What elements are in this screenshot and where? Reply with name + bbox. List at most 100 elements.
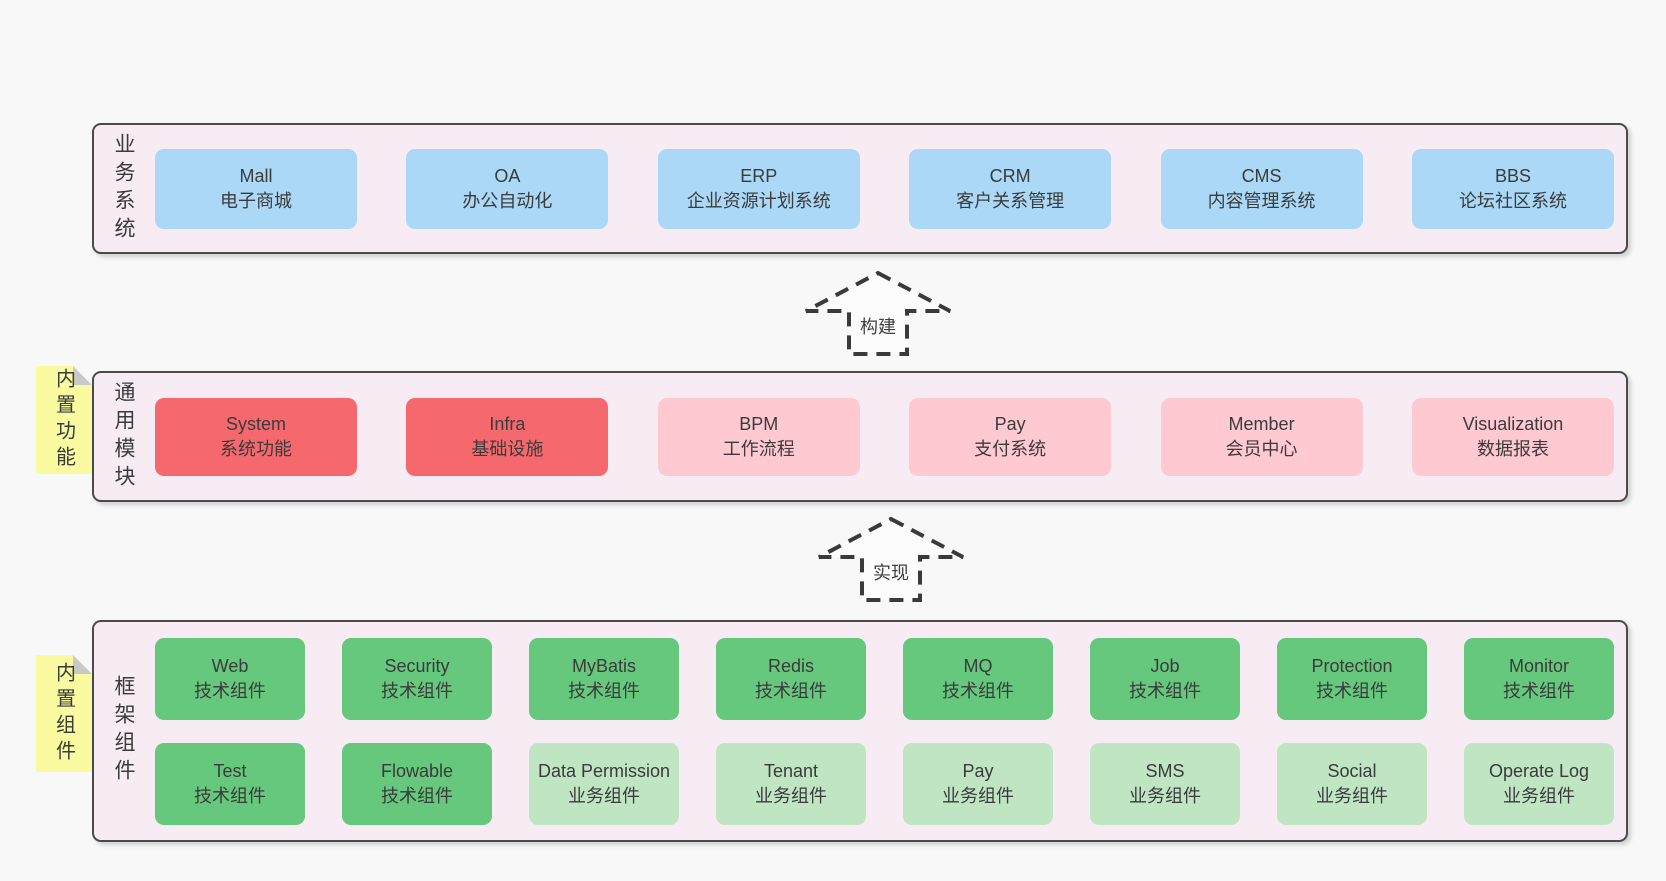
build-arrow: 构建 [803,270,953,358]
note-label: 内置功能 [52,368,75,472]
box-name: Monitor [1508,655,1570,676]
band-business-systems: 业务系统 Mall 电子商城 OA 办公自动化 ERP 企业资源计划系统 CRM… [92,123,1628,254]
box-desc: 技术组件 [381,680,453,701]
band-business-label: 业务系统 [112,132,135,245]
box-name: Member [1228,413,1295,434]
box-desc: 系统功能 [220,438,292,459]
box-name: Pay [962,760,994,781]
box-monitor: Monitor 技术组件 [1464,637,1614,720]
box-social: Social 业务组件 [1277,742,1427,825]
build-arrow-label: 构建 [860,317,896,337]
box-visualization: Visualization 数据报表 [1411,397,1614,476]
box-desc: 业务组件 [1316,785,1388,806]
box-name: Infra [489,413,526,434]
box-mall: Mall 电子商城 [155,148,357,229]
box-name: OA [494,165,521,186]
box-pay: Pay 支付系统 [909,397,1112,476]
band-modules-label: 通用模块 [112,380,135,493]
box-name: BBS [1494,165,1531,186]
box-name: ERP [740,165,778,186]
box-name: Web [211,655,249,676]
box-desc: 支付系统 [974,438,1047,459]
box-erp: ERP 企业资源计划系统 [657,148,860,229]
band-business-content: Mall 电子商城 OA 办公自动化 ERP 企业资源计划系统 CRM 客户关系… [155,125,1614,252]
box-name: Job [1150,655,1180,676]
box-data-permission: Data Permission 业务组件 [529,742,679,825]
box-protection: Protection 技术组件 [1277,637,1427,720]
box-name: Data Permission [537,760,671,781]
box-tenant: Tenant 业务组件 [716,742,866,825]
box-bbs: BBS 论坛社区系统 [1411,148,1614,229]
box-desc: 业务组件 [568,785,640,806]
note-label: 内置组件 [52,661,75,766]
box-desc: 技术组件 [381,785,453,806]
framework-row-2: Test 技术组件 Flowable 技术组件 Data Permission … [155,742,1614,825]
framework-row-1: Web 技术组件 Security 技术组件 MyBatis 技术组件 Redi… [155,637,1614,720]
box-desc: 技术组件 [1503,680,1575,701]
box-name: Pay [994,413,1026,434]
box-name: CMS [1241,165,1282,186]
box-oa: OA 办公自动化 [406,148,609,229]
band-framework-content: Web 技术组件 Security 技术组件 MyBatis 技术组件 Redi… [155,622,1614,840]
box-test: Test 技术组件 [155,742,305,825]
box-job: Job 技术组件 [1090,637,1240,720]
box-name: Protection [1311,655,1393,676]
box-redis: Redis 技术组件 [716,637,866,720]
box-name: Visualization [1462,413,1564,434]
box-name: Operate Log [1488,760,1590,781]
box-desc: 业务组件 [755,785,827,806]
box-crm: CRM 客户关系管理 [909,148,1112,229]
up-arrow-icon [818,516,964,602]
box-sms: SMS 业务组件 [1090,742,1240,825]
box-desc: 技术组件 [755,680,827,701]
box-member: Member 会员中心 [1160,397,1363,476]
box-flowable: Flowable 技术组件 [342,742,492,825]
band-framework-label: 框架组件 [112,675,135,787]
note-built-in-features: 内置功能 [36,366,92,474]
box-web: Web 技术组件 [155,637,305,720]
box-name: System [225,413,286,434]
box-desc: 电子商城 [220,190,292,211]
box-bpm: BPM 工作流程 [657,397,860,476]
band-framework-components: 框架组件 Web 技术组件 Security 技术组件 MyBatis 技术组件… [92,620,1628,842]
box-desc: 企业资源计划系统 [686,190,831,211]
box-pay-biz: Pay 业务组件 [903,742,1053,825]
box-desc: 内容管理系统 [1207,190,1316,211]
implement-arrow: 实现 [816,516,966,604]
note-built-in-components: 内置组件 [36,655,92,772]
box-name: Test [213,760,247,781]
box-name: Redis [767,655,815,676]
box-name: Mall [239,165,273,186]
box-infra: Infra 基础设施 [406,397,609,476]
implement-arrow-label: 实现 [873,563,909,583]
box-system: System 系统功能 [155,397,357,476]
box-name: BPM [739,413,779,434]
box-name: CRM [989,165,1031,186]
box-desc: 技术组件 [194,785,266,806]
box-operate-log: Operate Log 业务组件 [1464,742,1614,825]
up-arrow-icon [805,270,951,356]
box-desc: 数据报表 [1476,438,1549,459]
box-name: Tenant [763,760,819,781]
box-name: Flowable [380,760,454,781]
box-desc: 技术组件 [194,680,266,701]
box-name: MyBatis [571,655,636,676]
box-desc: 基础设施 [471,438,544,459]
box-desc: 论坛社区系统 [1458,190,1567,211]
box-desc: 客户关系管理 [956,190,1065,211]
box-name: Social [1327,760,1377,781]
box-desc: 技术组件 [942,680,1014,701]
box-cms: CMS 内容管理系统 [1160,148,1363,229]
box-desc: 会员中心 [1225,438,1298,459]
box-desc: 技术组件 [1316,680,1388,701]
box-mq: MQ 技术组件 [903,637,1053,720]
band-common-modules: 通用模块 System 系统功能 Infra 基础设施 BPM 工作流程 Pay… [92,371,1628,502]
box-name: MQ [963,655,993,676]
box-desc: 办公自动化 [462,190,553,211]
box-desc: 业务组件 [1129,785,1201,806]
box-desc: 业务组件 [1503,785,1575,806]
box-desc: 业务组件 [942,785,1014,806]
box-mybatis: MyBatis 技术组件 [529,637,679,720]
box-desc: 工作流程 [722,438,795,459]
